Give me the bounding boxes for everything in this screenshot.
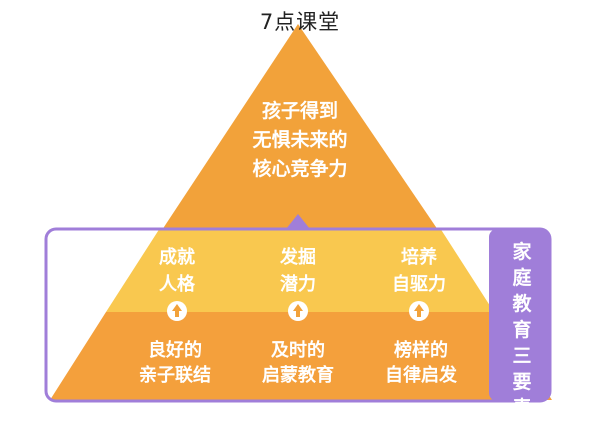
base-label-3: 榜样的 自律启发 — [385, 340, 457, 386]
up-arrow-icon — [409, 301, 429, 321]
pyramid-graphic — [44, 24, 552, 403]
pyramid-middle-tier — [106, 228, 494, 312]
apex-label: 孩子得到 无惧未来的 核心竞争力 — [252, 100, 348, 180]
middle-label-3: 培养 自驱力 — [392, 247, 446, 295]
pyramid-base-tier — [50, 312, 552, 400]
side-panel-label: 家庭教育三要素 — [512, 241, 532, 419]
side-panel — [489, 229, 550, 401]
middle-label-2: 发掘 潜力 — [280, 247, 316, 295]
base-label-1: 良好的 亲子联结 — [139, 340, 211, 386]
frame-pointer — [286, 214, 310, 229]
pyramid-diagram: 7点课堂 孩子得到 无惧未来的 核心竞争力 成就 人格 发掘 潜力 培养 自驱力… — [44, 10, 552, 403]
up-arrow-icon — [288, 301, 308, 321]
watermark-text: 7点课堂 — [259, 10, 341, 34]
base-label-2: 及时的 启蒙教育 — [262, 340, 334, 386]
pyramid-apex-tier — [162, 24, 438, 230]
middle-label-1: 成就 人格 — [159, 247, 195, 295]
up-arrow-icon — [167, 301, 187, 321]
